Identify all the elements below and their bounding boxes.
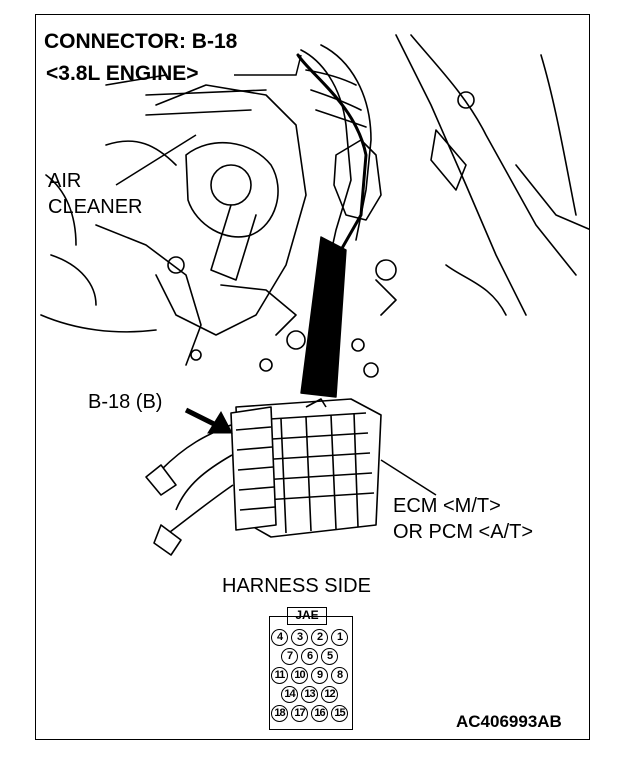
connector-pin-1: 1 bbox=[331, 629, 348, 646]
air-cleaner-label-line2: CLEANER bbox=[48, 196, 143, 218]
ecm-leader bbox=[380, 459, 437, 496]
connector-pin-13: 13 bbox=[301, 686, 318, 703]
connector-callout-label: B-18 (B) bbox=[88, 391, 163, 413]
air-cleaner-outline bbox=[155, 84, 307, 336]
connector-pin-3: 3 bbox=[291, 629, 308, 646]
intake-hose bbox=[300, 49, 352, 276]
air-cleaner-leader bbox=[115, 134, 197, 186]
wiring-harness bbox=[296, 53, 368, 252]
connector-pin-4: 4 bbox=[271, 629, 288, 646]
connector-pin-11: 11 bbox=[271, 667, 288, 684]
connector-pin-14: 14 bbox=[281, 686, 298, 703]
harness-side-label: HARNESS SIDE bbox=[222, 575, 371, 597]
callout-wedge bbox=[300, 236, 347, 398]
connector-pin-16: 16 bbox=[311, 705, 328, 722]
callout-arrow bbox=[184, 407, 233, 434]
connector-pin-6: 6 bbox=[301, 648, 318, 665]
connector-title: CONNECTOR: B-18 bbox=[44, 30, 238, 53]
connector-pin-10: 10 bbox=[291, 667, 308, 684]
connector-outline bbox=[269, 616, 353, 730]
connector-pin-18: 18 bbox=[271, 705, 288, 722]
ecm-unit bbox=[145, 398, 382, 556]
air-cleaner-label-line1: AIR bbox=[48, 170, 82, 192]
engine-bay-illustration bbox=[40, 34, 589, 556]
engine-label: <3.8L ENGINE> bbox=[46, 62, 199, 85]
engine-leader bbox=[234, 54, 302, 76]
connector-pin-9: 9 bbox=[311, 667, 328, 684]
connector-pin-15: 15 bbox=[331, 705, 348, 722]
connector-pin-12: 12 bbox=[321, 686, 338, 703]
connector-pin-17: 17 bbox=[291, 705, 308, 722]
figure-code: AC406993AB bbox=[456, 712, 562, 731]
ecm-label-line2: OR PCM <A/T> bbox=[393, 521, 534, 543]
connector-pin-8: 8 bbox=[331, 667, 348, 684]
connector-pin-5: 5 bbox=[321, 648, 338, 665]
ecm-label-line1: ECM <M/T> bbox=[393, 495, 501, 517]
diagram-frame: CONNECTOR: B-18 <3.8L ENGINE> AIR CLEANE… bbox=[35, 14, 590, 740]
connector-pin-7: 7 bbox=[281, 648, 298, 665]
air-cleaner-cap bbox=[210, 164, 252, 206]
connector-maker-tab: JAE bbox=[287, 607, 327, 625]
connector-pin-2: 2 bbox=[311, 629, 328, 646]
